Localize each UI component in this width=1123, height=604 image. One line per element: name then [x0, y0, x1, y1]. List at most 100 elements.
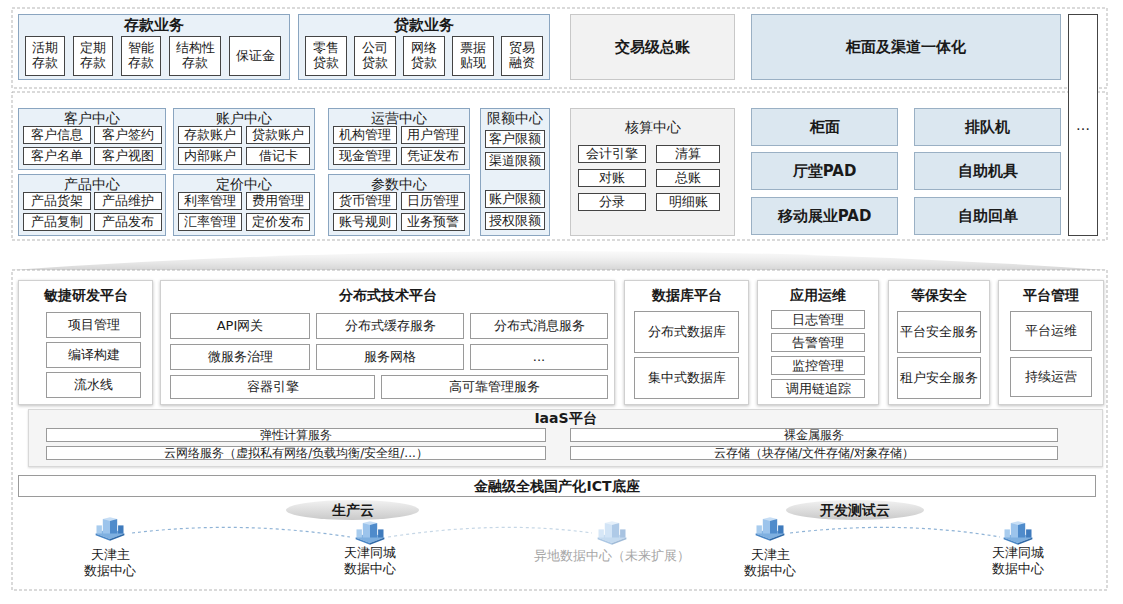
node-label: 微服务治理: [172, 349, 308, 365]
function-cell: 会计引擎: [578, 145, 646, 163]
node-label: 保证金: [230, 49, 280, 64]
node-label: 活期 存款: [26, 41, 64, 71]
node-label: 产品复制: [24, 215, 90, 230]
function-cell: 活期 存款: [25, 36, 65, 76]
service-cell: 告警管理: [771, 333, 865, 352]
link-line: [790, 527, 1000, 537]
node-label: 内部账户: [179, 149, 241, 164]
center-group: 运营中心机构管理用户管理现金管理凭证发布: [328, 108, 470, 170]
function-cell: 汇率管理: [178, 213, 242, 231]
node-label: 贸易 融资: [502, 41, 542, 71]
function-cell: 贷款账户: [246, 126, 310, 144]
function-cell: 客户信息: [23, 126, 91, 144]
node-label: 智能 存款: [122, 41, 160, 71]
service-cell: 微服务治理: [170, 344, 310, 370]
node-heading: 排队机: [915, 118, 1060, 136]
function-cell: 用户管理: [401, 126, 465, 144]
service-cell: 分布式数据库: [634, 311, 739, 353]
channel-box: 排队机: [914, 108, 1061, 146]
function-cell: 客户视图: [94, 147, 162, 165]
node-label: 分布式数据库: [636, 324, 737, 340]
node-label: 明细账: [657, 195, 719, 210]
function-cell: 存款账户: [178, 126, 242, 144]
node-label: 平台运维: [1012, 323, 1090, 339]
function-cell: 内部账户: [178, 147, 242, 165]
more-box: …: [1068, 14, 1098, 236]
platform-panel: 敏捷研发平台项目管理编译构建流水线: [18, 280, 153, 405]
function-cell: 业务预警: [401, 213, 465, 231]
node-label: 定价发布: [247, 215, 309, 230]
node-label: 清算: [657, 147, 719, 162]
datacenter-icon: [96, 517, 125, 540]
iaas-panel: IaaS平台弹性计算服务 裸金属服务云网络服务（虚拟私有网络/负载均衡/安全组/.…: [28, 409, 1103, 467]
service-cell: ...: [470, 344, 608, 370]
link-line: [388, 527, 592, 537]
service-cell: 编译构建: [46, 342, 141, 368]
function-cell: 货币管理: [333, 192, 397, 210]
node-heading: IaaS平台: [29, 410, 1102, 427]
node-label: 裸金属服务: [571, 429, 1057, 441]
function-cell: 日历管理: [401, 192, 465, 210]
cloud-shape: 开发测试云: [785, 499, 925, 521]
accounting-group: 核算中心会计引擎清算对账总账分录明细账: [570, 108, 735, 236]
node-label: 货币管理: [334, 194, 396, 209]
node-heading: 定价中心: [174, 176, 314, 193]
node-heading: 移动展业PAD: [752, 207, 897, 225]
node-heading: 金融级全栈国产化ICT底座: [19, 478, 1095, 495]
iaas-cell: 云网络服务（虚拟私有网络/负载均衡/安全组/...）: [46, 446, 546, 460]
function-cell: 产品货架: [23, 192, 91, 210]
node-heading: 应用运维: [758, 287, 878, 304]
function-cell: 贸易 融资: [501, 36, 543, 76]
center-group: 产品中心产品货架产品维护产品复制产品发布: [18, 174, 166, 236]
datacenter-icon: [1004, 521, 1033, 544]
node-label: 云网络服务（虚拟私有网络/负载均衡/安全组/...）: [47, 447, 545, 459]
function-cell: 明细账: [656, 193, 720, 211]
node-heading: 自助机具: [915, 162, 1060, 180]
node-label: 高可靠管理服务: [383, 379, 606, 395]
node-label: 授权限额: [486, 214, 544, 229]
node-label: 弹性计算服务: [47, 429, 545, 441]
cloud-ellipse: [286, 500, 419, 520]
node-label: 分布式消息服务: [472, 318, 606, 334]
node-label: 客户信息: [24, 128, 90, 143]
node-label: 账号规则: [334, 215, 396, 230]
function-cell: 零售 贷款: [305, 36, 347, 76]
node-label: 零售 贷款: [306, 41, 346, 71]
node-heading: 贷款业务: [299, 16, 549, 34]
function-cell: 保证金: [229, 36, 281, 76]
node-label: 凭证发布: [402, 149, 464, 164]
node-label: 业务预警: [402, 215, 464, 230]
node-heading: 分布式技术平台: [161, 287, 614, 304]
function-cell: 公司 贷款: [354, 36, 396, 76]
node-heading: 产品中心: [19, 176, 165, 193]
dashed-frame: [12, 270, 1107, 590]
node-label: 汇率管理: [179, 215, 241, 230]
function-cell: 对账: [578, 169, 646, 187]
service-cell: 调用链追踪: [771, 379, 865, 398]
function-cell: 客户名单: [23, 147, 91, 165]
business-group: 贷款业务零售 贷款公司 贷款网络 贷款票据 贴现贸易 融资: [298, 14, 550, 80]
node-label: 费用管理: [247, 194, 309, 209]
function-cell: 费用管理: [246, 192, 310, 210]
function-cell: 清算: [656, 145, 720, 163]
service-cell: 平台运维: [1010, 311, 1092, 351]
datacenter-label: 天津同城 数据中心: [330, 545, 410, 576]
node-heading: 运营中心: [329, 110, 469, 127]
node-label: 客户签约: [95, 128, 161, 143]
function-cell: 客户签约: [94, 126, 162, 144]
function-cell: 智能 存款: [121, 36, 161, 76]
link-line: [132, 527, 350, 537]
node-label: 项目管理: [48, 317, 139, 333]
node-heading: 参数中心: [329, 176, 469, 193]
node-heading: 平台管理: [999, 287, 1103, 304]
node-heading: 存款业务: [19, 16, 289, 34]
function-cell: 机构管理: [333, 126, 397, 144]
datacenter-label: 天津主 数据中心: [730, 547, 810, 578]
center-group: 定价中心利率管理费用管理汇率管理定价发布: [173, 174, 315, 236]
node-heading: 限额中心: [481, 110, 549, 127]
node-label: 产品维护: [95, 194, 161, 209]
ledger-box: 交易级总账: [570, 14, 735, 80]
function-cell: 分录: [578, 193, 646, 211]
swoosh: [12, 251, 1107, 270]
node-label: 公司 贷款: [355, 41, 395, 71]
